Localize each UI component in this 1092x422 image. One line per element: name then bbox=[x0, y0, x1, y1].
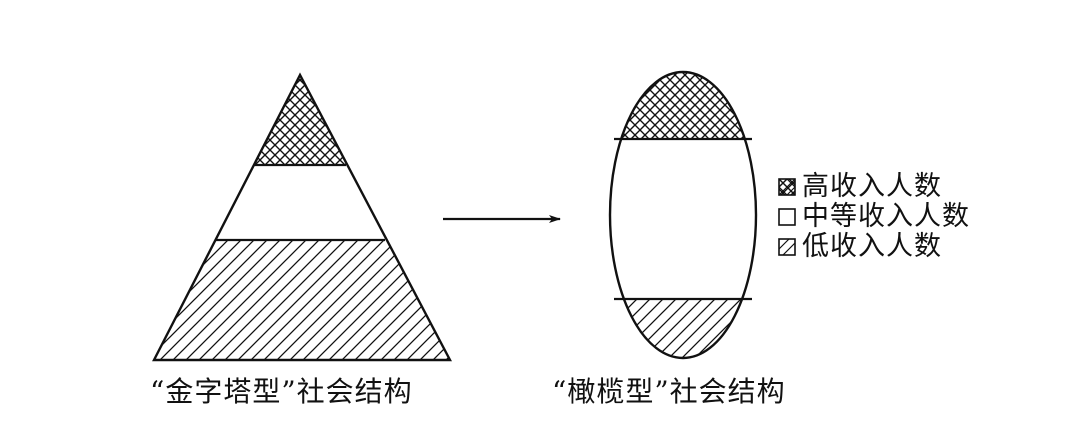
legend: 高收入人数 中等收入人数 低收入人数 bbox=[778, 172, 970, 262]
crosshatch-swatch-icon bbox=[778, 178, 796, 196]
olive-caption: “橄榄型”社会结构 bbox=[552, 375, 786, 408]
olive-middle-income-band bbox=[610, 139, 756, 299]
pyramid-shape bbox=[152, 72, 452, 362]
legend-label: 高收入人数 bbox=[802, 171, 942, 202]
blank-swatch-icon bbox=[778, 208, 796, 226]
pyramid-low-income-band bbox=[154, 240, 450, 360]
legend-label: 中等收入人数 bbox=[802, 201, 970, 232]
legend-item-middle-income: 中等收入人数 bbox=[778, 202, 970, 232]
diagonal-swatch-icon bbox=[778, 238, 796, 256]
olive-shape bbox=[608, 70, 758, 360]
olive-outline bbox=[608, 70, 758, 360]
pyramid-outline bbox=[152, 72, 452, 362]
pyramid-caption: “金字塔型”社会结构 bbox=[150, 375, 413, 408]
pyramid-high-income-band bbox=[154, 75, 450, 165]
legend-item-high-income: 高收入人数 bbox=[778, 172, 970, 202]
legend-label: 低收入人数 bbox=[802, 231, 942, 262]
legend-item-low-income: 低收入人数 bbox=[778, 232, 970, 262]
pyramid-middle-income-band bbox=[154, 165, 450, 240]
